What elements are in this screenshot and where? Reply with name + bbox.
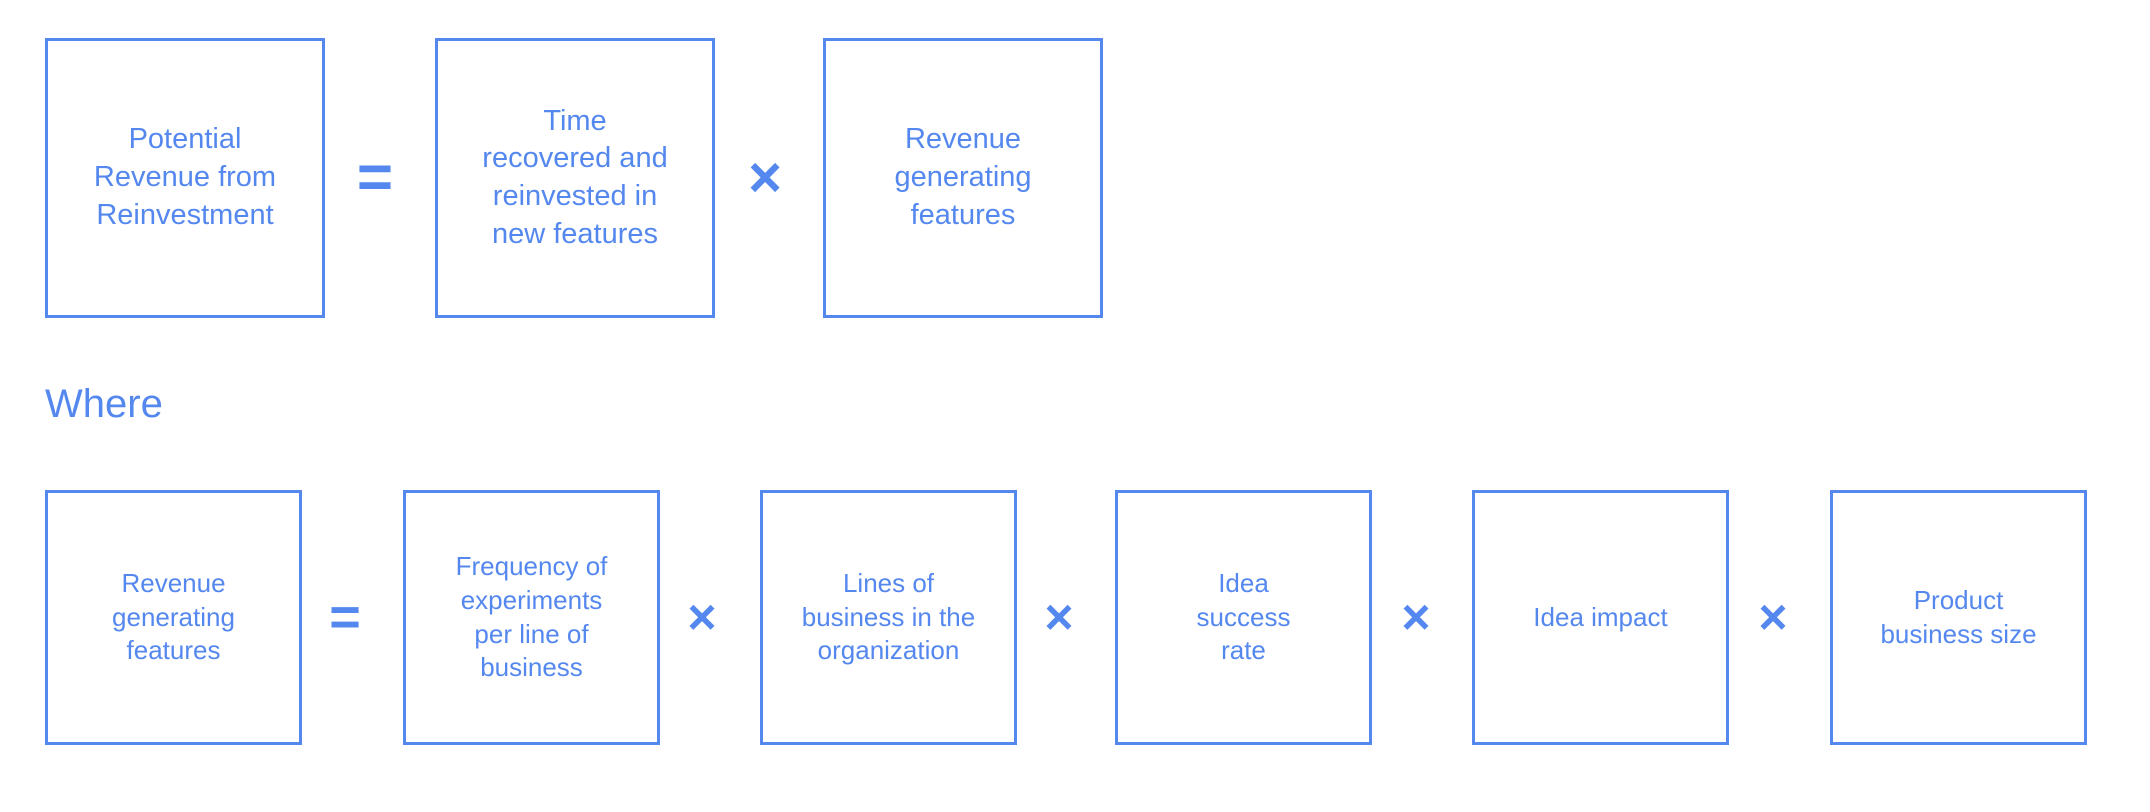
box-lines-of-business-in-the-organization[interactable]: Lines of business in the organization bbox=[760, 490, 1017, 745]
multiply-icon: × bbox=[1401, 589, 1431, 645]
box-label-lines-of-business: Lines of business in the organization bbox=[801, 567, 976, 666]
box-label-product-business-size: Product business size bbox=[1880, 584, 2037, 649]
equals-icon: = bbox=[329, 587, 361, 647]
multiply-icon: × bbox=[1044, 589, 1074, 645]
where-label: Where bbox=[45, 382, 163, 426]
equals-icon: = bbox=[356, 143, 394, 212]
box-revenue-generating-features[interactable]: Revenue generating features bbox=[823, 38, 1103, 318]
box-time-recovered-and-reinvested[interactable]: Time recovered and reinvested in new fea… bbox=[435, 38, 715, 318]
box-label-frequency-of-experiments: Frequency of experiments per line of bus… bbox=[455, 550, 608, 683]
box-label-potential-revenue: Potential Revenue from Reinvestment bbox=[93, 123, 277, 231]
box-label-idea-success-rate: Idea success rate bbox=[1196, 567, 1291, 666]
multiply-icon: × bbox=[687, 589, 717, 645]
box-product-business-size[interactable]: Product business size bbox=[1830, 490, 2087, 745]
box-idea-impact[interactable]: Idea impact bbox=[1472, 490, 1729, 745]
box-potential-revenue-from-reinvestment[interactable]: Potential Revenue from Reinvestment bbox=[45, 38, 325, 318]
box-idea-success-rate[interactable]: Idea success rate bbox=[1115, 490, 1372, 745]
box-revenue-generating-features-definition[interactable]: Revenue generating features bbox=[45, 490, 302, 745]
box-label-idea-impact: Idea impact bbox=[1533, 601, 1668, 632]
multiply-icon: × bbox=[748, 145, 782, 210]
box-frequency-of-experiments-per-line-of-business[interactable]: Frequency of experiments per line of bus… bbox=[403, 490, 660, 745]
box-label-revenue-generating-features-2: Revenue generating features bbox=[112, 567, 235, 666]
box-label-time-recovered: Time recovered and reinvested in new fea… bbox=[482, 104, 668, 250]
box-label-revenue-generating-features: Revenue generating features bbox=[894, 123, 1032, 231]
multiply-icon: × bbox=[1758, 589, 1788, 645]
